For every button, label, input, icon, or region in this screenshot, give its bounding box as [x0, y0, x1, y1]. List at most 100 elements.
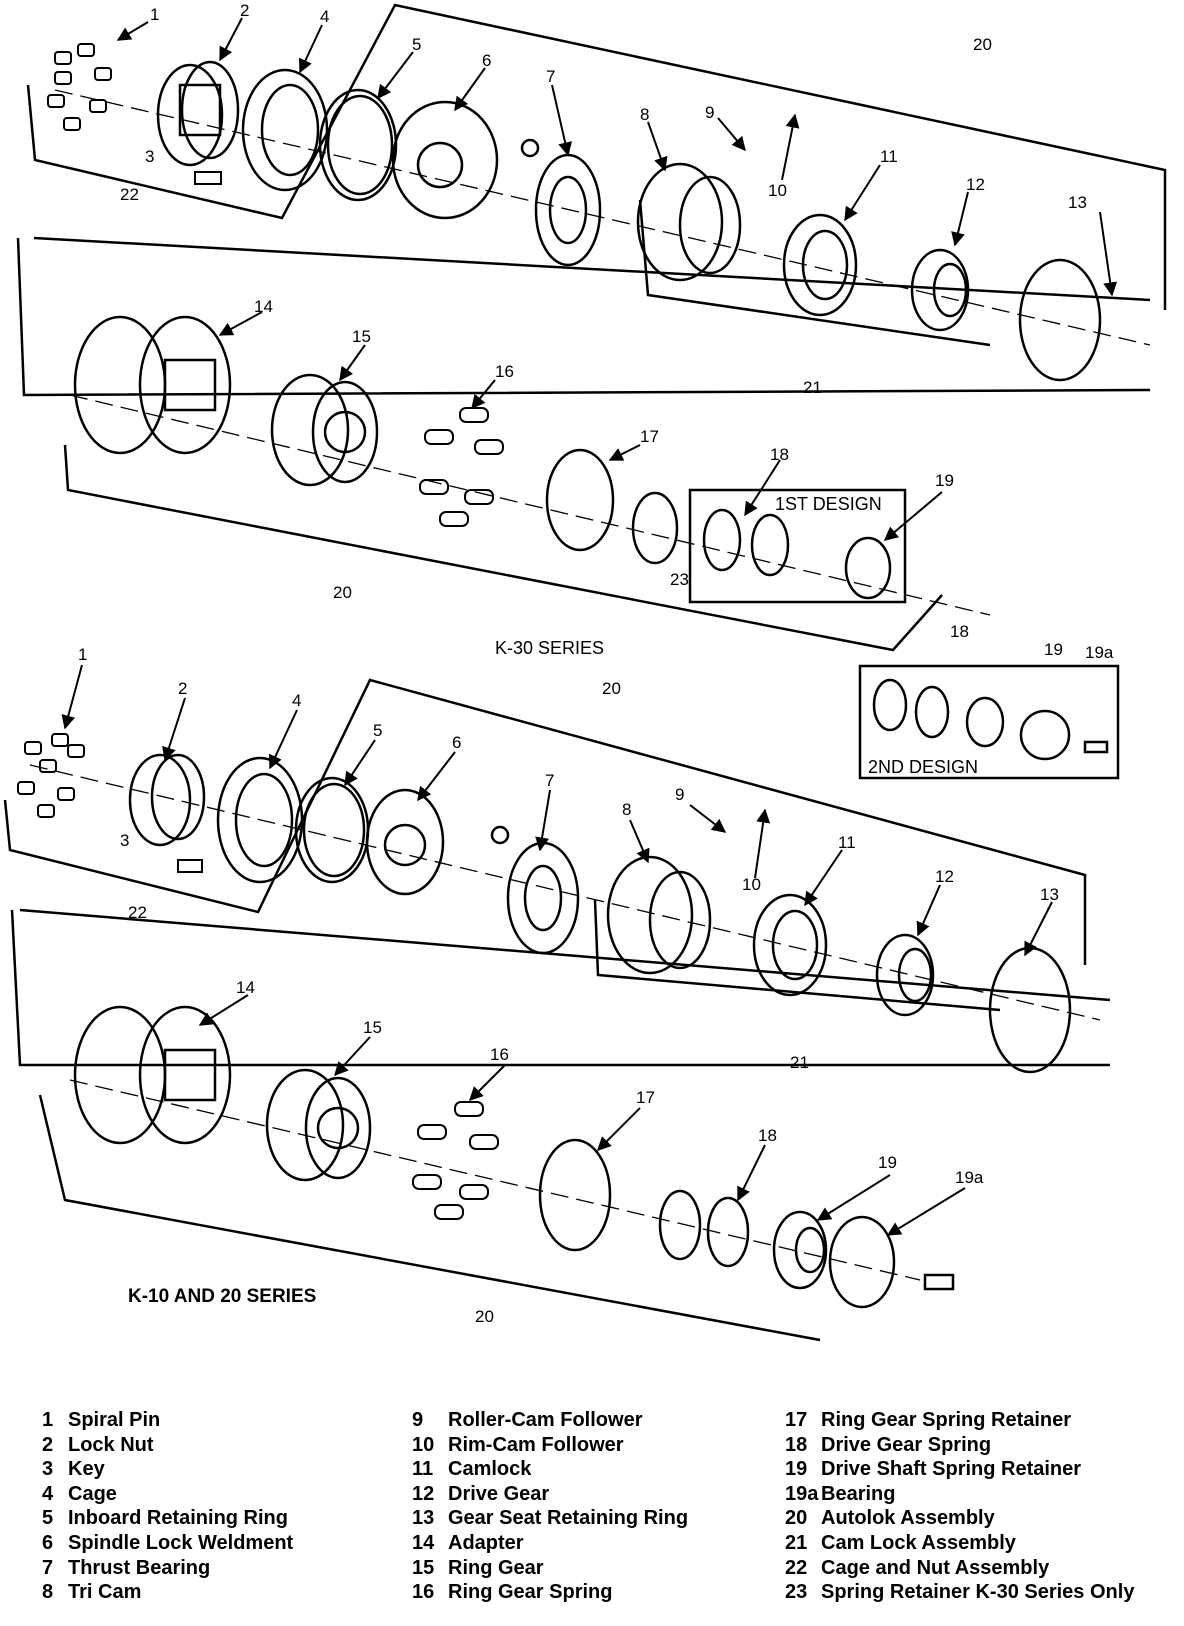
callout-top-3: 3	[145, 147, 154, 166]
legend-item-name: Roller-Cam Follower	[448, 1409, 643, 1431]
callout-top-13: 13	[1068, 193, 1087, 212]
legend-item-name: Gear Seat Retaining Ring	[448, 1507, 689, 1530]
callout-bottom-19a: 19a	[955, 1168, 984, 1187]
drive-gear-top	[910, 248, 970, 332]
callout-d2-19a: 19a	[1085, 643, 1114, 662]
legend-item-name: Drive Gear Spring	[821, 1433, 992, 1456]
callout-top-2: 2	[240, 1, 249, 20]
callout-bottom-7: 7	[545, 771, 554, 790]
design2-label: 2ND DESIGN	[868, 757, 978, 777]
callout-top-19: 19	[935, 471, 954, 490]
legend-item-number: 9	[412, 1409, 424, 1431]
legend-item-name: Camlock	[448, 1458, 532, 1481]
callout-bottom-18: 18	[758, 1126, 777, 1145]
cage-bottom	[216, 756, 304, 884]
legend-item-name: Inboard Retaining Ring	[68, 1507, 288, 1530]
callout-top-4: 4	[320, 7, 329, 26]
callout-top-12: 12	[966, 175, 985, 194]
ring-gear-bottom	[265, 1068, 372, 1182]
camlock-bottom	[752, 893, 828, 997]
callout-bottom-16: 16	[490, 1045, 509, 1064]
callout-top-11: 11	[880, 147, 898, 166]
callout-bottom-13: 13	[1040, 885, 1059, 904]
bracket-20-bottom	[63, 444, 943, 652]
legend-item: 13 Gear Seat Retaining Ring	[412, 1506, 688, 1531]
legend-item-name: Adapter	[448, 1531, 524, 1554]
callout-bottom-11: 11	[838, 833, 856, 852]
legend-item-number: 10	[412, 1433, 435, 1456]
legend-item: 23 Spring Retainer K-30 Series Only	[785, 1580, 1134, 1605]
callout-bottom-17: 17	[636, 1088, 655, 1107]
design1-label: 1ST DESIGN	[775, 494, 882, 514]
callout-top-20a: 20	[973, 35, 992, 54]
legend-item: 1 Spiral Pin	[42, 1408, 293, 1433]
callout-d2-19: 19	[1044, 640, 1063, 659]
callout-top-5: 5	[412, 35, 421, 54]
callout-top-20b: 20	[333, 583, 352, 602]
callout-bottom-1: 1	[78, 645, 87, 664]
legend-item: 9 Roller-Cam Follower	[412, 1408, 688, 1433]
callout-bottom-20b: 20	[475, 1307, 494, 1326]
legend-item-number: 23	[785, 1581, 808, 1604]
legend-item-name: Cam Lock Assembly	[821, 1531, 1016, 1554]
legend-item-name: Spiral Pin	[68, 1409, 161, 1431]
ring-gear-springs-bottom	[412, 1101, 499, 1220]
legend-item: 19 Drive Shaft Spring Retainer	[785, 1457, 1134, 1482]
ring-gear-springs-top	[419, 407, 504, 527]
legend-item-number: 13	[412, 1507, 435, 1530]
tri-cam-top	[636, 162, 742, 282]
legend-item-number: 6	[42, 1531, 54, 1554]
drive-shaft-retainer-bottom	[772, 1210, 828, 1290]
legend-item-name: Bearing	[821, 1482, 896, 1505]
legend-item-name: Spring Retainer K-30 Series Only	[821, 1581, 1135, 1604]
first-design-box	[688, 488, 907, 604]
legend-item-number: 19	[785, 1458, 808, 1481]
callout-bottom-19: 19	[878, 1153, 897, 1172]
legend-item-number: 18	[785, 1433, 808, 1456]
legend-item-name: Ring Gear Spring Retainer	[821, 1409, 1072, 1431]
callout-bottom-3: 3	[120, 831, 129, 850]
inboard-ring-top	[318, 88, 398, 202]
callout-bottom-4: 4	[292, 691, 301, 710]
camlock-top	[782, 213, 858, 317]
spindle-lock-bottom	[365, 788, 445, 896]
gear-seat-ring-top	[1018, 258, 1102, 382]
legend-item-number: 3	[42, 1458, 54, 1481]
legend-item-number: 22	[785, 1556, 808, 1579]
spring-retainer-bottom	[538, 1138, 612, 1252]
legend-item-number: 1	[42, 1409, 54, 1431]
adapter-top	[73, 315, 232, 455]
legend-item-number: 4	[42, 1482, 54, 1505]
callout-bottom-2: 2	[178, 679, 187, 698]
callout-bottom-21: 21	[790, 1053, 809, 1072]
callout-top-15: 15	[352, 327, 371, 346]
legend-item-name: Tri Cam	[68, 1581, 142, 1604]
callout-top-10: 10	[768, 181, 787, 200]
callout-bottom-20a: 20	[602, 679, 621, 698]
lock-nut-top	[156, 60, 240, 167]
legend-item-name: Key	[68, 1458, 105, 1481]
inboard-ring-bottom	[294, 776, 370, 884]
callout-top-6: 6	[482, 51, 491, 70]
spindle-lock-top	[391, 100, 499, 220]
callout-bottom-22: 22	[128, 903, 147, 922]
bracket-22-top	[26, 3, 1167, 310]
legend-item-name: Drive Shaft Spring Retainer	[821, 1458, 1082, 1481]
spring-retainer-top	[545, 448, 615, 552]
